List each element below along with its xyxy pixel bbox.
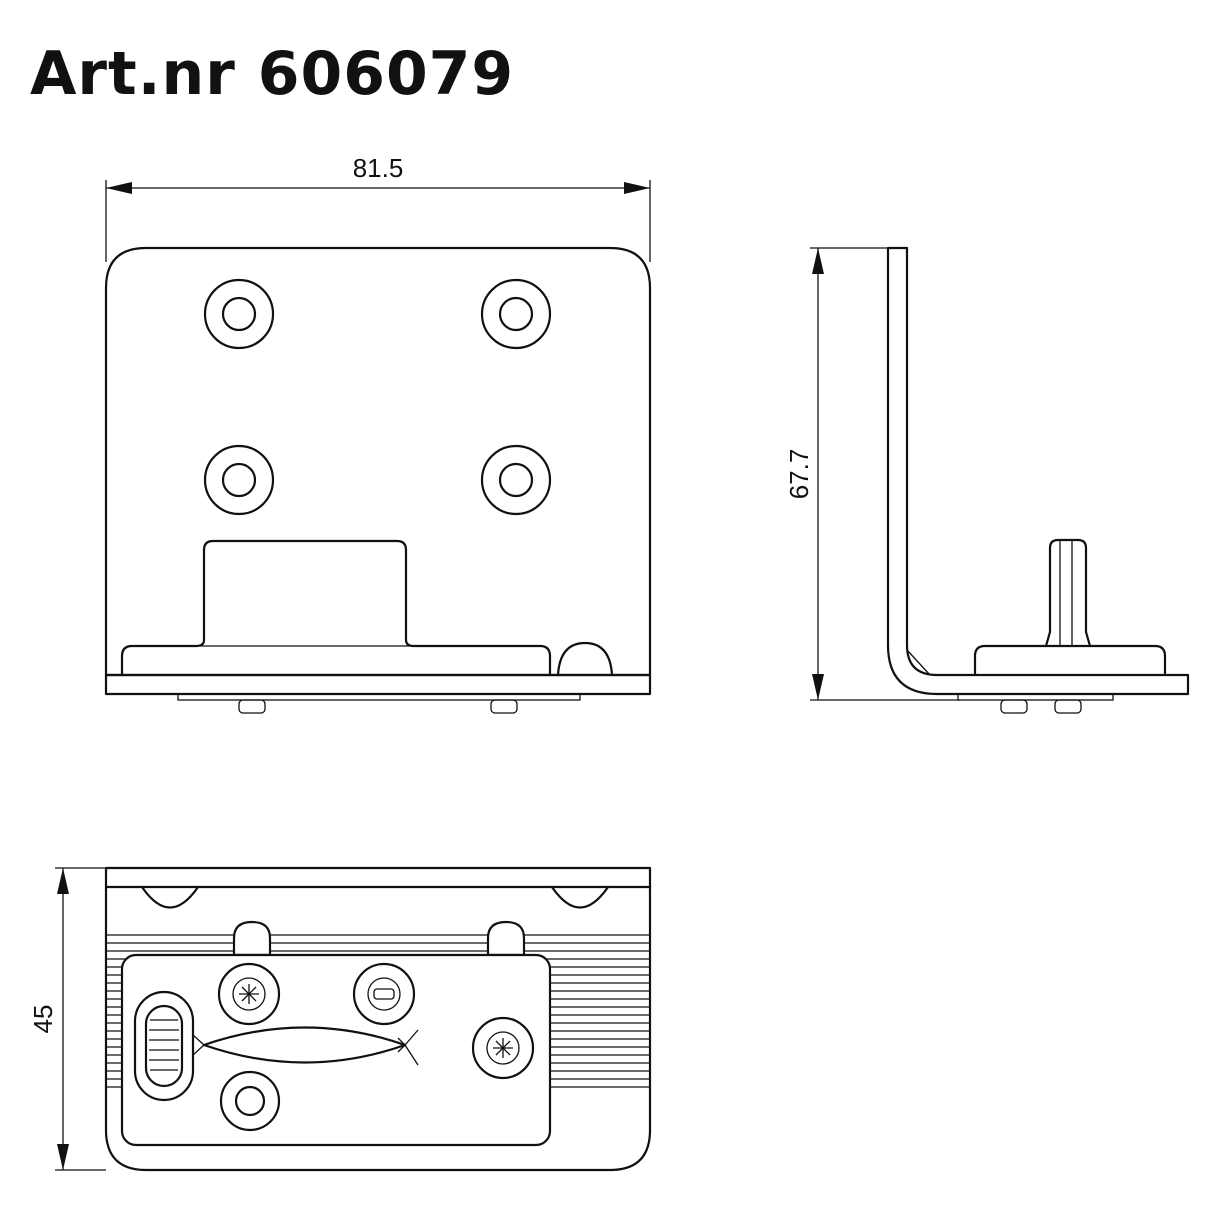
depth-dimension: 45 <box>28 867 106 1171</box>
side-stud-left <box>1000 699 1028 714</box>
side-view: 67.7 <box>784 246 1190 714</box>
side-base-plate <box>973 644 1167 677</box>
front-notch <box>556 641 614 677</box>
width-dimension: 81.5 <box>105 153 651 262</box>
top-hole <box>219 1070 281 1132</box>
front-mounting-holes <box>203 278 552 516</box>
top-pin-left <box>232 920 272 957</box>
top-pin-right <box>486 920 526 957</box>
height-label: 67.7 <box>784 449 814 500</box>
front-plate <box>104 246 652 677</box>
front-base-plate <box>120 638 552 677</box>
top-view: 45 <box>28 866 652 1172</box>
width-label: 81.5 <box>353 153 404 183</box>
depth-label: 45 <box>28 1005 58 1034</box>
top-adjust-slot <box>133 990 195 1102</box>
front-stud-right <box>490 699 518 714</box>
height-dimension: 67.7 <box>784 247 960 701</box>
top-outline <box>104 866 652 1172</box>
side-pin <box>1044 538 1092 648</box>
front-bottom-flange <box>104 673 652 696</box>
side-l-bracket <box>886 246 1190 696</box>
top-screw-star-left <box>217 962 281 1026</box>
top-slider-plate <box>120 953 552 1147</box>
front-stud-left <box>238 699 266 714</box>
front-center-tab <box>202 539 408 642</box>
top-screw-star-right <box>471 1016 535 1080</box>
side-stud-right <box>1054 699 1082 714</box>
article-number-title: Art.nr 606079 <box>30 39 515 109</box>
top-screw-slotted <box>352 962 416 1026</box>
front-view: 81.5 <box>104 153 652 714</box>
top-spring <box>192 1026 419 1066</box>
